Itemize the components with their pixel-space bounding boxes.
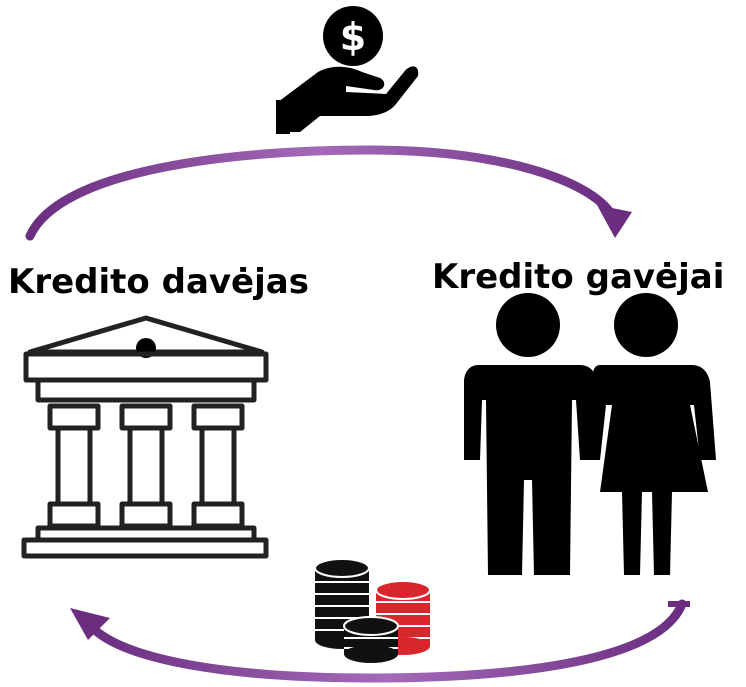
- coin-stack-red: [375, 580, 431, 655]
- top-arrowhead: [597, 205, 632, 238]
- top-arrow: [25, 145, 632, 241]
- lender-label: Kredito davėjas: [8, 262, 309, 302]
- bottom-arrowhead: [70, 608, 110, 640]
- couple-icon: [464, 293, 716, 575]
- hand-holding-dollar-icon: $: [276, 6, 419, 134]
- coin-stack-black-front: [343, 616, 399, 663]
- borrowers-label: Kredito gavėjai: [432, 257, 725, 297]
- coin-stacks-icon: [314, 558, 431, 663]
- bottom-arrow: [70, 599, 690, 683]
- dollar-symbol: $: [340, 15, 366, 59]
- coin-stack-black-tall: [314, 558, 370, 649]
- bank-building-icon: [21, 315, 269, 559]
